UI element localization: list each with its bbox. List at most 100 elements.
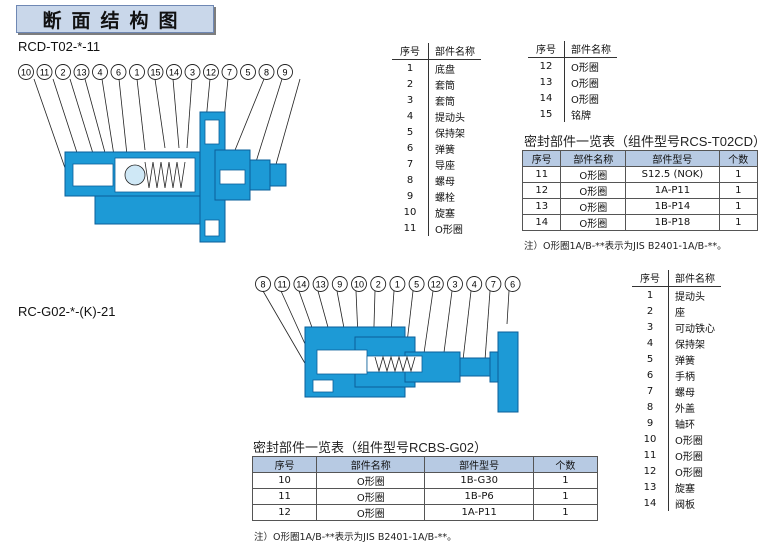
seal-no: 14 [521,214,562,231]
callout-circle [370,276,387,292]
callout-number: 6 [510,280,515,290]
seal-no: 11 [521,166,562,183]
seal-qty: 1 [718,214,759,231]
part-number: 2 [392,76,429,92]
part-number: 13 [528,74,565,90]
part-number: 7 [392,156,429,172]
top-spring [124,161,186,189]
part-name: O形圈 [675,435,703,447]
part-number: 14 [528,90,565,106]
bottom-spring [374,355,416,373]
seal-table-bottom-title: 密封部件一览表（组件型号RCBS-G02） [253,440,488,455]
col-header-no: 序号 [632,270,669,287]
seal-model: 1B-G30 [424,472,534,489]
top-leader-lines [33,78,301,169]
part-number: 11 [392,220,429,236]
part-number: 6 [632,367,669,383]
seal-no: 10 [251,472,318,489]
part-number: 4 [392,108,429,124]
seal-model: 1A-P11 [424,504,534,521]
part-name: 提动头 [675,291,705,303]
callout-circle [36,64,53,80]
callout-number: 10 [354,280,364,290]
callout-circle [485,276,502,292]
callout-circle [110,64,127,80]
part-number: 12 [528,57,565,74]
seal-qty: 1 [718,198,759,215]
callout-circle [331,276,348,292]
callout-number: 11 [278,280,287,290]
part-name: 保持架 [675,339,705,351]
part-number: 5 [632,351,669,367]
top-internals [72,119,246,237]
callout-circle [147,64,164,80]
callout-number: 13 [316,280,326,290]
seal-name: O形圈 [560,166,627,183]
callout-circle [73,64,90,80]
part-number: 13 [632,479,669,495]
callout-circle [351,276,367,292]
seal-no: 12 [521,182,562,199]
part-name: 套筒 [435,80,455,92]
callout-number: 12 [431,280,441,290]
seal-name: O形圈 [316,504,426,521]
callout-number: 9 [282,68,287,78]
part-name: 可动铁心 [675,323,715,335]
callout-number: 14 [296,280,306,290]
callout-number: 1 [395,280,400,290]
part-name: O形圈 [675,467,703,479]
callout-circle [447,276,463,292]
callout-circle [18,64,34,80]
callout-number: 8 [260,280,265,290]
callout-number: 5 [414,280,419,290]
part-number: 10 [632,431,669,447]
part-name: 螺母 [675,387,695,399]
part-name: 螺母 [435,176,455,188]
callout-circle [293,276,310,292]
callout-number: 2 [60,68,65,78]
model-label-bottom: RC-G02-*-(K)-21 [18,304,116,319]
part-name: 弹簧 [435,144,455,156]
callout-number: 10 [21,68,31,78]
col-header-name: 部件名称 [560,150,627,167]
part-number: 5 [392,124,429,140]
callout-circle [221,64,238,80]
part-number: 15 [528,106,565,122]
part-number: 2 [632,303,669,319]
part-name: 提动头 [435,112,465,124]
seal-name: O形圈 [316,488,426,505]
callout-number: 9 [337,280,342,290]
col-header-no: 序号 [251,456,318,473]
seal-note-top: 注）O形圈1A/B-**表示为JIS B2401-1A/B-**。 [524,241,727,252]
seal-model: 1A-P11 [625,182,720,199]
callout-number: 3 [190,68,195,78]
callout-circle [166,64,182,80]
callout-number: 11 [40,68,49,78]
part-number: 4 [632,335,669,351]
callout-circle [240,64,256,80]
part-name: 弹簧 [675,355,695,367]
col-header-name: 部件名称 [316,456,426,473]
